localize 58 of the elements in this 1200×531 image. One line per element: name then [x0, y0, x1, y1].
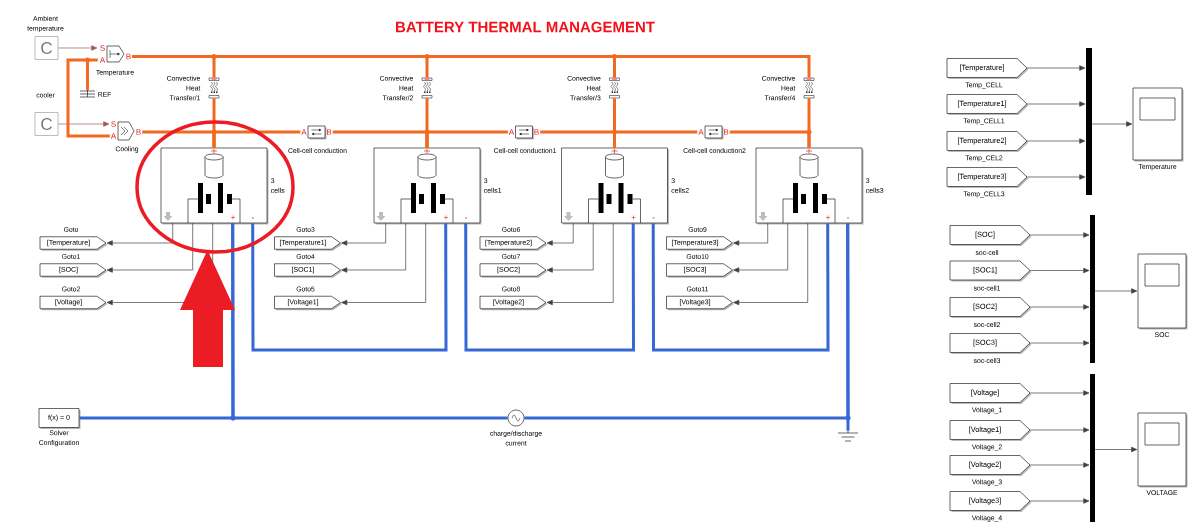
connection-line [651, 223, 830, 352]
port-label: A [301, 129, 307, 135]
arrow [733, 222, 789, 273]
constant-block: C [34, 36, 59, 60]
ground-symbol [837, 430, 859, 442]
arrow [1026, 138, 1086, 144]
connection-line [132, 55, 811, 78]
arrow [1029, 498, 1090, 504]
constant-block: C [34, 112, 59, 136]
arrow [1094, 288, 1138, 294]
mux-bar [1086, 48, 1092, 195]
arrow [1029, 340, 1090, 346]
port-label: S [111, 121, 116, 127]
port-label: S [100, 45, 105, 51]
arrow [341, 222, 387, 246]
port-label: A [698, 129, 704, 135]
mux-bar [1090, 215, 1095, 363]
port-label: A [110, 133, 117, 139]
port-label: B [724, 129, 729, 135]
port-label: A [508, 129, 515, 135]
connection-line [66, 58, 110, 138]
connection-line [464, 223, 635, 352]
arrow [1094, 446, 1138, 453]
connection-line [613, 130, 698, 148]
arrow [106, 222, 174, 246]
connection-line [212, 130, 301, 148]
port-label: B [126, 53, 131, 60]
connection-line [807, 98, 811, 148]
port-label: B [327, 129, 332, 135]
port-label: B [534, 129, 539, 135]
arrow [106, 222, 194, 273]
arrow [1029, 232, 1090, 238]
connection-line [846, 223, 850, 431]
arrow [57, 45, 98, 51]
arrow [1026, 174, 1086, 180]
arrow [1029, 304, 1090, 310]
arrow [733, 222, 769, 246]
arrow [1029, 427, 1090, 433]
connection-line [425, 130, 508, 148]
arrow [341, 222, 427, 306]
arrow [1029, 267, 1090, 274]
connection-line [231, 223, 508, 420]
connection-line [251, 223, 448, 352]
arrow [1029, 390, 1090, 396]
arrow [1026, 65, 1086, 71]
arrow [546, 222, 594, 273]
title: BATTERY THERMAL MANAGEMENT [396, 21, 655, 33]
arrow [733, 222, 809, 306]
mux-bar [1090, 374, 1095, 522]
arrow [546, 222, 614, 306]
arrow [341, 222, 407, 273]
arrow [57, 121, 110, 127]
arrow [1091, 121, 1133, 127]
arrow [1026, 101, 1086, 107]
port-label: B [136, 129, 141, 135]
arrow [546, 222, 574, 246]
port-label: A [99, 57, 106, 63]
arrow [1029, 462, 1090, 468]
